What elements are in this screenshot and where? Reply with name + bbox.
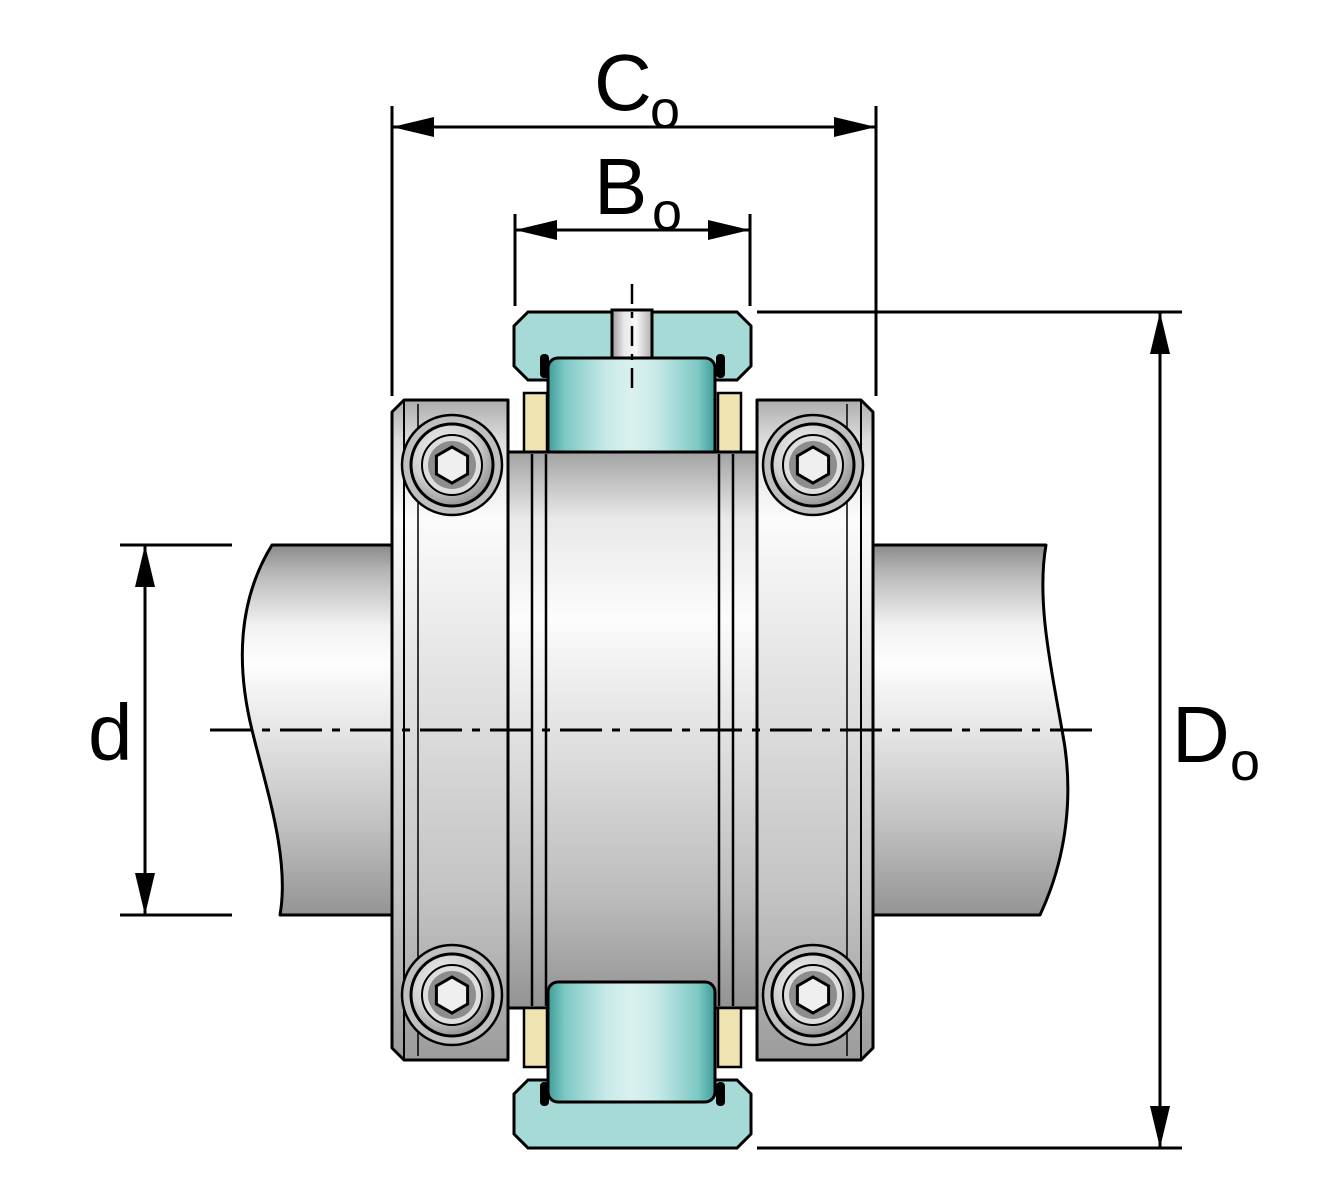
arrowhead-right — [834, 117, 876, 137]
socket-screw-bottom-right — [761, 943, 865, 1047]
label-bo-sub: o — [652, 182, 682, 242]
dimension-labels: C o B o d D o — [88, 38, 1260, 792]
label-do-main: D — [1172, 690, 1230, 779]
label-bo-main: B — [594, 142, 647, 231]
arrowhead-up — [1150, 312, 1170, 354]
arrowhead-up — [135, 545, 155, 587]
arrowhead-left — [392, 117, 434, 137]
centerlines — [210, 284, 1098, 732]
seal-lip — [716, 1082, 725, 1106]
dimension-bo — [513, 214, 752, 306]
dimension-d — [120, 543, 232, 917]
bearing-elements-bottom — [512, 980, 753, 1150]
cage-strip — [716, 391, 743, 454]
cage-strip — [716, 1006, 743, 1069]
label-co-main: C — [594, 38, 652, 127]
label-co-sub: o — [650, 80, 680, 140]
dimension-do — [757, 310, 1182, 1150]
dimension-co — [390, 106, 878, 396]
seal-lip — [716, 354, 725, 378]
arrowhead-down — [135, 873, 155, 915]
label-do-sub: o — [1230, 732, 1260, 792]
socket-screw-bottom-left — [400, 943, 504, 1047]
cage-strip — [522, 391, 549, 454]
cage-strip — [522, 1006, 549, 1069]
bottom-roller — [546, 980, 717, 1104]
socket-screw-top-right — [761, 413, 865, 517]
arrowhead-left — [515, 220, 557, 240]
arrowhead-down — [1150, 1106, 1170, 1148]
socket-screw-top-left — [400, 413, 504, 517]
arrowhead-right — [708, 220, 750, 240]
label-d: d — [88, 688, 133, 777]
